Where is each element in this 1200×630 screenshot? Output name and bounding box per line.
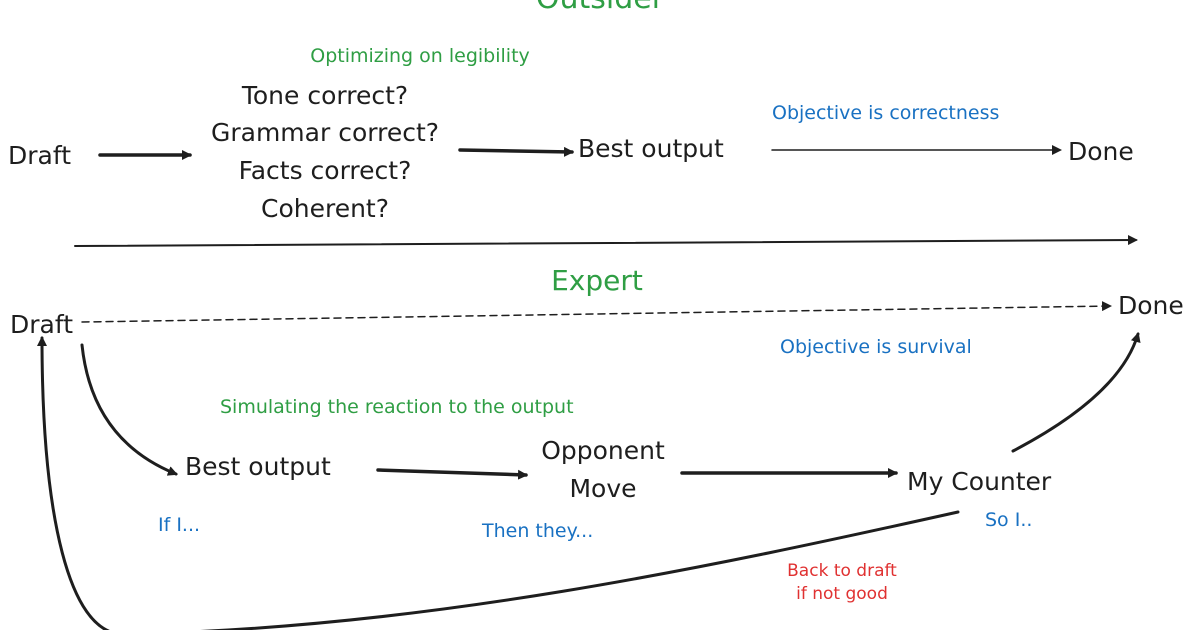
outsider-title: Outsider <box>536 0 665 16</box>
expert-title: Expert <box>551 264 643 297</box>
check-facts: Facts correct? <box>239 156 412 185</box>
outsider-done: Done <box>1068 137 1134 166</box>
opponent-move-line2: Move <box>569 474 636 503</box>
dashed-arrow-draft-to-done <box>81 301 1112 323</box>
my-counter: My Counter <box>907 467 1052 496</box>
check-tone: Tone correct? <box>241 81 408 110</box>
so-label: So I.. <box>985 509 1032 531</box>
arrow-output-to-opponent <box>376 468 528 480</box>
expert-note: Simulating the reaction to the output <box>220 396 574 418</box>
if-label: If I... <box>158 514 200 536</box>
section-divider-arrow <box>74 235 1138 247</box>
expert-draft: Draft <box>10 310 73 339</box>
outsider-objective: Objective is correctness <box>772 102 999 124</box>
then-label: Then they... <box>481 520 593 542</box>
arrow-counter-to-done <box>1011 332 1141 453</box>
loop-label-line2: if not good <box>796 584 888 604</box>
arrow-back-to-draft <box>37 336 960 630</box>
expert-objective: Objective is survival <box>780 336 972 358</box>
outsider-best-output: Best output <box>578 134 724 163</box>
expert-done: Done <box>1118 291 1184 320</box>
check-coherent: Coherent? <box>261 194 389 223</box>
expert-best-output: Best output <box>185 452 331 481</box>
outsider-note: Optimizing on legibility <box>310 45 530 67</box>
arrow-checks-to-output <box>458 146 574 157</box>
check-grammar: Grammar correct? <box>211 118 439 147</box>
arrow-draft-to-best-output <box>80 343 178 476</box>
loop-label-line1: Back to draft <box>787 561 897 581</box>
outsider-draft: Draft <box>8 141 71 170</box>
opponent-move-line1: Opponent <box>541 436 665 465</box>
